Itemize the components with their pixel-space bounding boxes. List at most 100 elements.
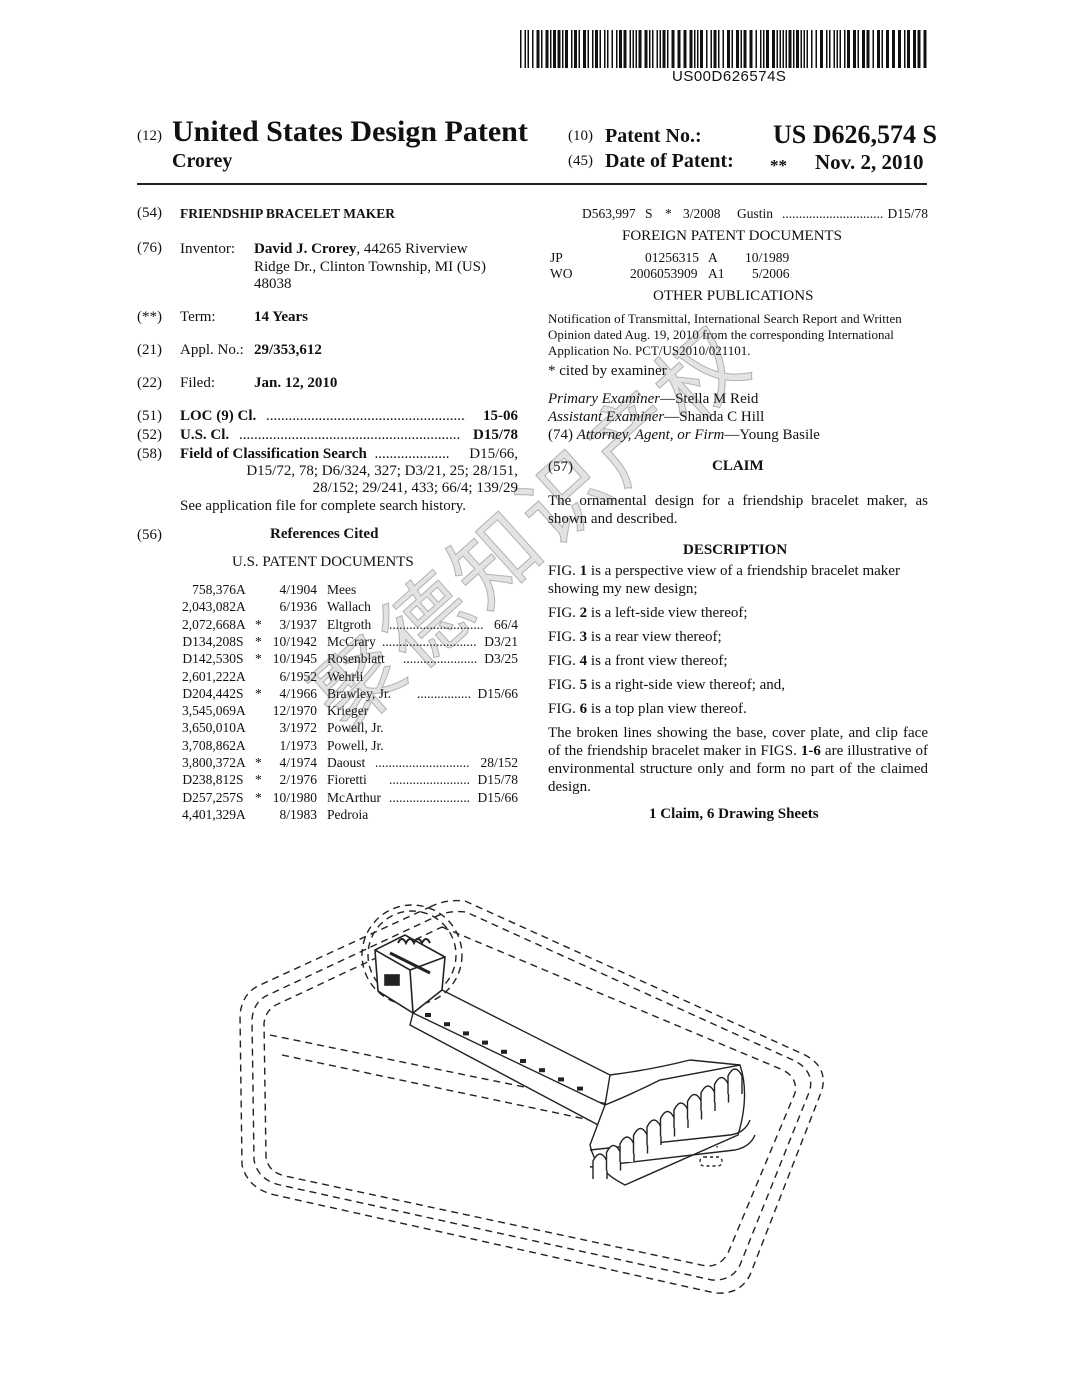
description-item: FIG. 1 is a perspective view of a friend…	[548, 562, 928, 598]
strap-hole	[577, 1086, 583, 1091]
barcode-bar	[541, 30, 543, 68]
fig-text: is a top plan view thereof.	[587, 701, 747, 717]
ref-number: 2,072,668	[182, 616, 236, 632]
ref-date: 3/1972	[279, 720, 317, 736]
ref-name: Brawley, Jr.	[327, 685, 391, 701]
barcode-bar	[649, 30, 651, 68]
barcode-bar	[727, 30, 730, 68]
references-cited-title: References Cited	[270, 526, 379, 542]
ref-name: Fioretti	[327, 772, 367, 788]
barcode-bar	[616, 30, 618, 68]
barcode-bar	[524, 30, 526, 68]
barcode-bar	[718, 30, 720, 68]
description-heading: DESCRIPTION	[683, 542, 788, 558]
ref-kind: S	[236, 685, 244, 701]
barcode-bar	[710, 30, 712, 68]
us-class-row: U.S. Cl. D15/78	[180, 427, 518, 444]
foreign-kind: A1	[708, 266, 725, 281]
barcode-bar	[820, 30, 823, 68]
assistant-examiner-name: —Shanda C Hill	[664, 409, 765, 425]
comb-tooth	[592, 1153, 608, 1179]
primary-examiner-label: Primary Examiner	[548, 391, 661, 407]
other-pubs-heading: OTHER PUBLICATIONS	[653, 288, 814, 304]
broken-note-text: are illustrative of environmental struct…	[548, 743, 928, 795]
fig-prefix: FIG.	[548, 563, 580, 579]
barcode-bar	[800, 30, 802, 68]
ref-date: 10/1942	[272, 633, 317, 649]
claim-line: shown and described.	[548, 511, 678, 527]
barcode-bar	[638, 30, 642, 68]
ref-class: 66/4	[493, 616, 518, 632]
strap-hole	[444, 1022, 450, 1027]
barcode-bar	[553, 30, 556, 68]
barcode-bar	[782, 30, 784, 68]
barcode-bar	[652, 30, 654, 68]
barcode-bar	[659, 30, 661, 68]
ref-kind: S	[236, 651, 244, 667]
comb-tooth	[700, 1085, 716, 1111]
barcode-bar	[592, 30, 594, 68]
strap-hole	[482, 1040, 488, 1045]
field-search-row: Field of Classification Search D15/66,	[180, 446, 518, 463]
filed-label: Filed:	[180, 375, 216, 391]
us-class-label: U.S. Cl.	[180, 427, 230, 443]
description-item: FIG. 5 is a right-side view thereof; and…	[548, 676, 928, 694]
description-item: FIG. 6 is a top plan view thereof.	[548, 700, 928, 718]
barcode-bar	[694, 30, 696, 68]
inventor-block: David J. Crorey, 44265 Riverview Ridge D…	[254, 241, 486, 294]
ref-date: 6/1952	[279, 668, 317, 684]
loc-class-row: LOC (9) Cl. 15-06	[180, 408, 518, 425]
primary-examiner: Primary Examiner—Stella M Reid	[548, 391, 758, 408]
ref-number: D238,812	[182, 772, 236, 788]
leader-dots	[389, 790, 470, 806]
barcode-bar	[877, 30, 880, 68]
strap	[409, 989, 611, 1129]
ref-name: Gustin	[737, 206, 774, 221]
attorney: (74) Attorney, Agent, or Firm—Young Basi…	[548, 427, 820, 444]
base-slot	[699, 1156, 723, 1167]
barcode-bar	[755, 30, 757, 68]
barcode-bar	[913, 30, 916, 68]
barcode-bar	[578, 30, 580, 68]
comb-tooth	[659, 1110, 676, 1137]
ref-kind: A	[236, 703, 246, 719]
barcode-bar	[706, 30, 708, 68]
ref-star: *	[255, 651, 262, 667]
field-search-value-3: 28/152; 29/241, 433; 66/4; 139/29	[312, 480, 518, 496]
barcode-bar	[811, 30, 813, 68]
ref-number: D142,530	[182, 651, 236, 667]
fig-number: 6	[579, 701, 588, 717]
ref-number: 2,043,082	[182, 599, 236, 615]
ref-class: D15/78	[887, 206, 929, 221]
ref-name: Daoust	[327, 755, 366, 770]
code-12: (12)	[137, 128, 162, 144]
barcode-bar	[574, 30, 577, 68]
barcode-bar	[833, 30, 835, 68]
ref-name: McCrary	[327, 633, 376, 649]
barcode-bar	[565, 30, 568, 68]
barcode-bar	[779, 30, 781, 68]
inventor-label: Inventor:	[180, 241, 235, 257]
ref-class: D15/66	[477, 685, 519, 701]
assistant-examiner-label: Assistant Examiner	[548, 409, 665, 425]
barcode-bar	[662, 30, 666, 68]
barcode-bar	[611, 30, 613, 68]
patent-no-label: Patent No.:	[605, 125, 702, 147]
date-label: Date of Patent:	[605, 150, 734, 172]
barcode-bar	[881, 30, 883, 68]
strap-hole	[520, 1059, 526, 1063]
comb-tooth	[673, 1102, 689, 1128]
foreign-number: 2006053909	[630, 266, 698, 281]
barcode-bar	[772, 30, 775, 68]
comb-tooth	[632, 1127, 649, 1154]
ref-number: D134,208	[182, 633, 236, 649]
appl-no-label: Appl. No.:	[180, 342, 244, 358]
ref-star: *	[255, 772, 262, 788]
barcode-bar	[722, 30, 724, 68]
ref-class: D15/78	[477, 772, 519, 788]
barcode-bar	[826, 30, 828, 68]
ref-name: Mees	[327, 582, 357, 597]
patent-number: US D626,574 S	[773, 120, 937, 149]
